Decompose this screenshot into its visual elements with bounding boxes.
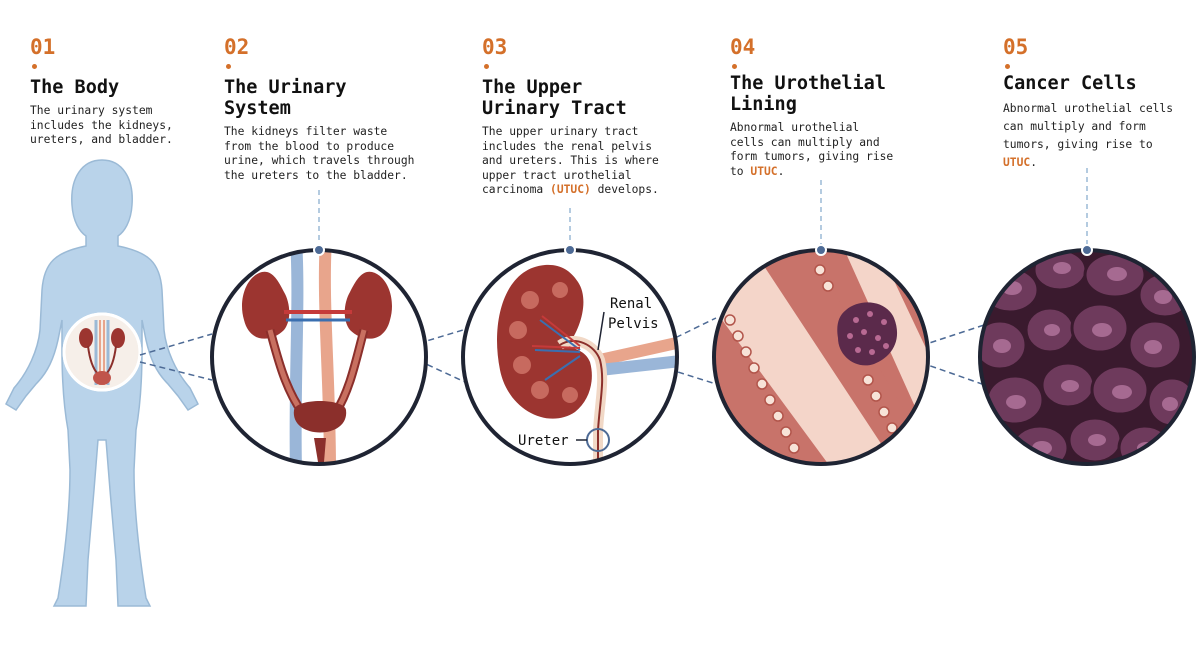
step-5-title: Cancer Cells [1003, 73, 1193, 94]
utuc-highlight: UTUC [750, 164, 778, 178]
urothelial-lining-circle [712, 244, 930, 466]
step-4-desc-line: cells can multiply and [730, 135, 880, 149]
step-3-desc-pre: carcinoma [482, 183, 551, 196]
step-4-description: Abnormal urothelial cells can multiply a… [730, 121, 930, 179]
step-3-desc-post: develops. [590, 183, 659, 196]
step-3-desc-line: The upper urinary tract [482, 125, 639, 138]
step-4: 04 The Urothelial Lining Abnormal urothe… [730, 37, 930, 179]
step-4-desc-pre: to [730, 164, 751, 178]
step-3-title-line: Urinary Tract [482, 98, 627, 119]
step-4-desc-line: form tumors, giving rise [730, 150, 894, 163]
step-2-desc-line: from the blood to produce [224, 139, 395, 153]
step-2-dot [226, 64, 231, 69]
step-1-desc-line: ureters, and bladder. [30, 133, 173, 146]
utuc-highlight: UTUC [1003, 156, 1031, 169]
step-3-description: The upper urinary tract includes the ren… [482, 125, 692, 198]
step-4-desc-line: Abnormal urothelial [730, 121, 860, 134]
step-2-description: The kidneys filter waste from the blood … [224, 125, 434, 183]
step-3-number: 03 [482, 35, 508, 59]
body-urinary-inset [62, 312, 142, 392]
step-3-desc-line: includes the renal pelvis [482, 139, 653, 153]
step-5-description: Abnormal urothelial cells can multiply a… [1003, 100, 1193, 172]
step-2: 02 The Urinary System The kidneys filter… [224, 37, 434, 183]
utuc-highlight: (UTUC) [550, 183, 591, 196]
step-1-description: The urinary system includes the kidneys,… [30, 104, 210, 148]
step-5-desc-line: can multiply and form [1003, 120, 1146, 133]
step-4-title: The Urothelial Lining [730, 73, 930, 115]
step-2-number: 02 [224, 35, 250, 59]
step-3-desc-line: and ureters. This is where [482, 154, 659, 167]
step-2-desc-line: urine, which travels through [224, 154, 415, 167]
step-4-desc-post: . [777, 164, 785, 178]
step-4-title-line: Lining [730, 94, 797, 115]
vertical-leaders [318, 168, 1088, 246]
step-1-dot [32, 64, 37, 69]
urinary-system-circle [210, 244, 428, 466]
step-5-desc-post: . [1030, 156, 1038, 169]
step-3-title-line: The Upper [482, 77, 583, 98]
step-2-title-line: The Urinary [224, 77, 347, 98]
step-4-title-line: The Urothelial [730, 73, 886, 94]
step-1-desc-line: The urinary system [30, 104, 153, 117]
cancer-cells-circle [978, 244, 1196, 466]
step-3-desc-line: upper tract urothelial [482, 168, 632, 182]
step-5-title-line: Cancer Cells [1003, 73, 1137, 94]
ureter-label: Ureter [518, 433, 569, 449]
step-3-dot [484, 64, 489, 69]
step-2-title: The Urinary System [224, 77, 434, 119]
step-1-title: The Body [30, 77, 210, 98]
upper-urinary-tract-circle: Renal Pelvis Ureter [461, 244, 679, 466]
renal-pelvis-label-2: Pelvis [608, 316, 659, 332]
step-1-title-line: The Body [30, 77, 120, 98]
step-4-dot [732, 64, 737, 69]
step-5-dot [1005, 64, 1010, 69]
step-5-number: 05 [1003, 35, 1029, 59]
step-5-desc-line: tumors, giving rise to [1003, 138, 1153, 151]
step-3: 03 The Upper Urinary Tract The upper uri… [482, 37, 692, 198]
step-1-desc-line: includes the kidneys, [30, 118, 173, 132]
step-2-desc-line: The kidneys filter waste [224, 125, 388, 138]
step-2-title-line: System [224, 98, 291, 119]
step-3-title: The Upper Urinary Tract [482, 77, 692, 119]
step-4-number: 04 [730, 35, 756, 59]
step-5: 05 Cancer Cells Abnormal urothelial cell… [1003, 37, 1193, 172]
step-1-number: 01 [30, 35, 56, 59]
step-2-desc-line: the ureters to the bladder. [224, 168, 408, 182]
renal-pelvis-label: Renal [610, 296, 652, 312]
step-5-desc-line: Abnormal urothelial cells [1003, 102, 1174, 115]
step-1: 01 The Body The urinary system includes … [30, 37, 210, 148]
